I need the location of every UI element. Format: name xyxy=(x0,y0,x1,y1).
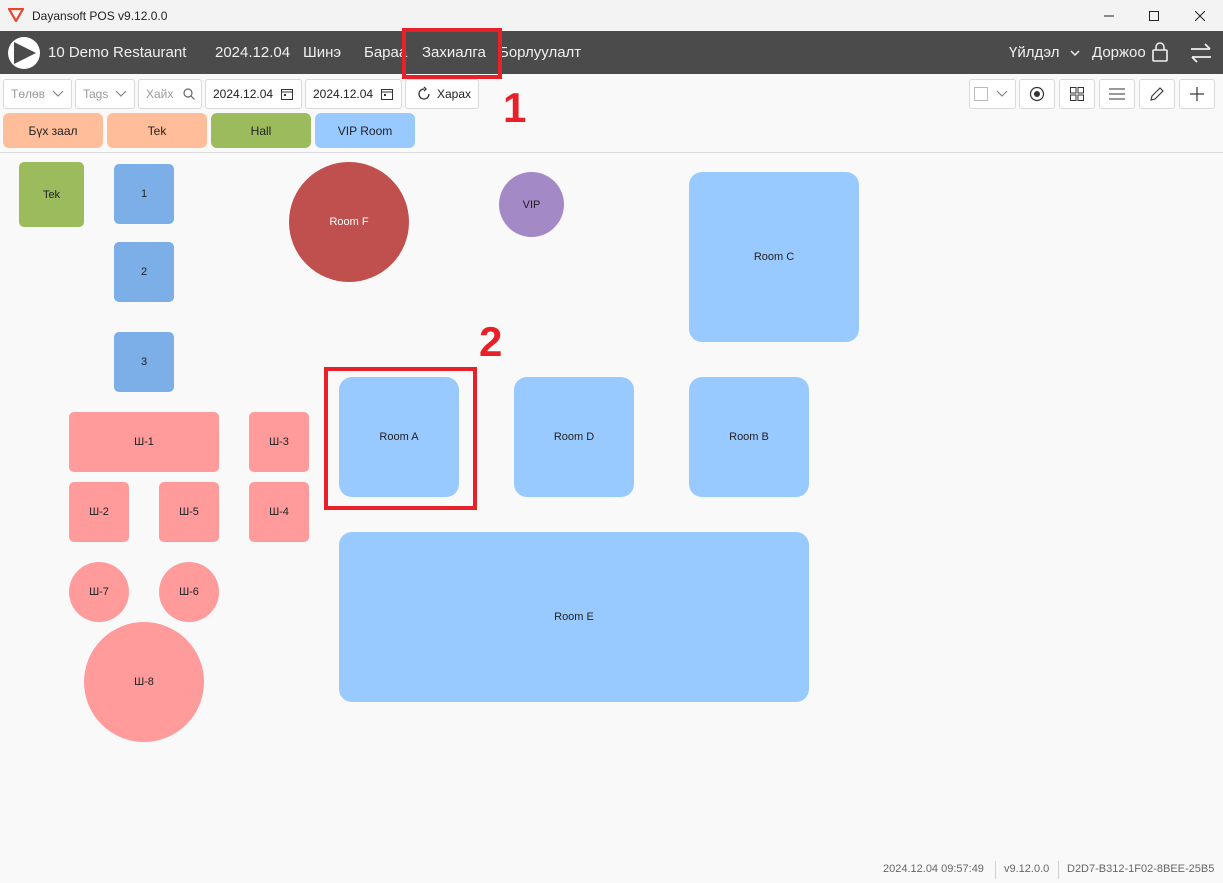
table-room-f[interactable]: Room F xyxy=(289,162,409,282)
calendar-icon xyxy=(281,89,293,100)
hall-tab-hall[interactable]: Hall xyxy=(211,113,311,148)
table-sh-5[interactable]: Ш-5 xyxy=(159,482,219,542)
minimize-button[interactable] xyxy=(1086,0,1132,31)
search-placeholder: Хайх xyxy=(146,87,174,101)
table-sh-3[interactable]: Ш-3 xyxy=(249,412,309,472)
filter-toolbar: Төлөв Tags Хайх 2024.12.04 2024.12.04 Ха… xyxy=(0,74,1223,112)
table-room-a[interactable]: Room A xyxy=(339,377,459,497)
date-to-picker[interactable]: 2024.12.04 xyxy=(305,79,402,109)
status-license: D2D7-B312-1F02-8BEE-25B5 xyxy=(1067,863,1215,875)
action-menu[interactable]: Үйлдэл xyxy=(1009,44,1080,61)
hall-tab-all[interactable]: Бүх заал xyxy=(3,113,103,148)
action-menu-label: Үйлдэл xyxy=(1009,44,1060,61)
list-icon xyxy=(1109,88,1125,100)
user-menu[interactable]: Доржоо xyxy=(1092,44,1146,61)
date-from-picker[interactable]: 2024.12.04 xyxy=(205,79,302,109)
pencil-icon xyxy=(1150,87,1164,101)
table-sh-4[interactable]: Ш-4 xyxy=(249,482,309,542)
chevron-down-icon xyxy=(1070,50,1080,57)
grid-view-button[interactable] xyxy=(1059,79,1095,109)
menu-item-orders[interactable]: Захиалга xyxy=(422,44,486,61)
table-sh-2[interactable]: Ш-2 xyxy=(69,482,129,542)
chevron-down-icon xyxy=(115,90,127,97)
minimize-icon xyxy=(1104,15,1114,16)
refresh-icon xyxy=(418,86,430,100)
status-version: v9.12.0.0 xyxy=(1004,863,1050,875)
edit-layout-button[interactable] xyxy=(1139,79,1175,109)
highlight-orders-menu xyxy=(402,28,502,79)
status-filter-label: Төлөв xyxy=(11,87,46,101)
restaurant-name[interactable]: 10 Demo Restaurant xyxy=(48,44,187,61)
switch-arrows-icon[interactable] xyxy=(1189,43,1213,68)
app-logo-icon xyxy=(7,7,25,27)
status-separator xyxy=(1058,861,1059,879)
menu-item-products[interactable]: Бараа xyxy=(364,44,408,61)
record-view-button[interactable] xyxy=(1019,79,1055,109)
view-button-label: Харах xyxy=(437,87,472,101)
dayansoft-logo-icon[interactable] xyxy=(4,35,46,76)
divider xyxy=(0,152,1223,153)
status-separator xyxy=(995,861,996,879)
status-datetime: 2024.12.04 09:57:49 xyxy=(883,863,984,875)
table-tek[interactable]: Tek xyxy=(19,162,84,227)
tags-filter-label: Tags xyxy=(83,87,109,101)
radio-dot-icon xyxy=(1029,86,1045,102)
close-icon xyxy=(1195,10,1205,21)
select-all-dropdown[interactable] xyxy=(969,79,1016,109)
table-room-e[interactable]: Room E xyxy=(339,532,809,702)
table-3[interactable]: 3 xyxy=(114,332,174,392)
calendar-icon xyxy=(381,89,393,100)
user-name: Доржоо xyxy=(1092,44,1146,61)
date-from-value: 2024.12.04 xyxy=(213,87,274,101)
hall-tab-tek[interactable]: Tek xyxy=(107,113,207,148)
table-sh-7[interactable]: Ш-7 xyxy=(69,562,129,622)
search-icon xyxy=(183,88,195,100)
plus-icon xyxy=(1190,87,1204,101)
close-button[interactable] xyxy=(1177,0,1223,31)
table-room-b[interactable]: Room B xyxy=(689,377,809,497)
list-view-button[interactable] xyxy=(1099,79,1135,109)
maximize-icon xyxy=(1149,10,1159,21)
table-room-c[interactable]: Room C xyxy=(689,172,859,342)
main-menu-bar: 10 Demo Restaurant 2024.12.04 Шинэ Бараа… xyxy=(0,31,1223,74)
annotation-step-2: 2 xyxy=(479,318,503,365)
title-bar: Dayansoft POS v9.12.0.0 xyxy=(0,0,1223,31)
table-vip[interactable]: VIP xyxy=(499,172,564,237)
chevron-down-icon xyxy=(52,90,64,97)
table-room-d[interactable]: Room D xyxy=(514,377,634,497)
table-sh-6[interactable]: Ш-6 xyxy=(159,562,219,622)
date-to-value: 2024.12.04 xyxy=(313,87,374,101)
menu-item-sales[interactable]: Борлуулалт xyxy=(499,44,582,61)
chevron-down-icon xyxy=(996,90,1008,97)
checkbox-icon xyxy=(974,87,988,101)
lock-icon[interactable] xyxy=(1152,42,1168,67)
menu-date[interactable]: 2024.12.04 xyxy=(215,44,291,61)
search-input[interactable]: Хайх xyxy=(138,79,202,109)
table-sh-8[interactable]: Ш-8 xyxy=(84,622,204,742)
tags-filter[interactable]: Tags xyxy=(75,79,135,109)
annotation-step-1: 1 xyxy=(503,84,527,131)
table-sh-1[interactable]: Ш-1 xyxy=(69,412,219,472)
highlight-room-a xyxy=(324,367,477,510)
view-button[interactable]: Харах xyxy=(405,79,479,109)
menu-item-new[interactable]: Шинэ xyxy=(303,44,342,61)
status-filter[interactable]: Төлөв xyxy=(3,79,72,109)
window-title: Dayansoft POS v9.12.0.0 xyxy=(32,9,168,23)
table-1[interactable]: 1 xyxy=(114,164,174,224)
hall-tab-vip-room[interactable]: VIP Room xyxy=(315,113,415,148)
table-2[interactable]: 2 xyxy=(114,242,174,302)
maximize-button[interactable] xyxy=(1131,0,1177,31)
add-table-button[interactable] xyxy=(1179,79,1215,109)
grid-icon xyxy=(1070,87,1084,101)
